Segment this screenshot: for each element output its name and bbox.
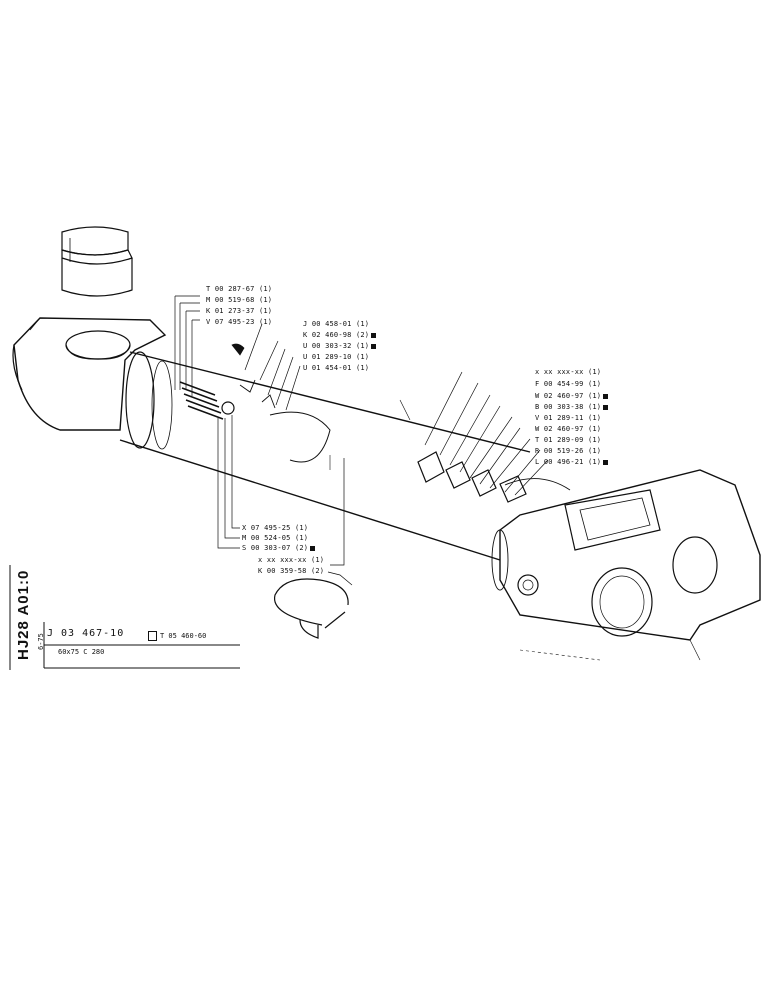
new-part-marker-icon [603, 459, 609, 465]
drawing-date: 6-75 [37, 633, 45, 650]
callout-label: U 01 289-10 (1) [303, 353, 370, 361]
reference-number: T 05 460-60 [148, 631, 206, 641]
new-part-marker-icon [603, 404, 609, 410]
callout-label: x xx xxx-xx (1) [535, 368, 602, 376]
new-part-marker-icon [371, 332, 377, 338]
callout-label: R 00 519-26 (1) [535, 447, 602, 455]
new-part-marker-icon [371, 343, 377, 349]
callout-label: x xx xxx-xx (1) [258, 556, 325, 564]
leader-lines-left [174, 295, 301, 411]
new-part-marker-icon [603, 393, 609, 399]
drawing-id: HJ28 A01:0 [15, 569, 32, 660]
cylinder-tube [119, 351, 531, 561]
leader-lines-bottom [217, 415, 353, 586]
split-ring-detail [273, 578, 349, 639]
cylinder-spec: 60x75 C 280 [58, 648, 105, 656]
callout-label: X 07 495-25 (1) [242, 524, 309, 532]
callout-label: T 00 287-67 (1) [206, 285, 273, 293]
callout-label: K 00 359-58 (2) [258, 567, 325, 575]
callout-label: U 01 454-01 (1) [303, 364, 370, 372]
callout-label: M 00 519-68 (1) [206, 296, 273, 304]
callout-label: F 00 454-99 (1) [535, 380, 602, 388]
rod-seal-rings [417, 451, 527, 503]
rod-end-clevis [491, 469, 761, 661]
callout-label: V 01 289-11 (1) [535, 414, 602, 422]
spring-and-gland-section [179, 379, 331, 463]
callout-label: U 00 303-32 (1) [303, 342, 377, 351]
callout-label: T 01 289-09 (1) [535, 436, 602, 444]
checkbox-square-icon [148, 631, 157, 641]
new-part-marker-icon [310, 545, 316, 551]
rear-eye-end [12, 317, 167, 431]
leader-lines-right [424, 371, 549, 496]
callout-label: W 02 460-97 (1) [535, 425, 602, 433]
callout-label: K 02 460-98 (2) [303, 331, 377, 340]
callout-label: K 01 273-37 (1) [206, 307, 273, 315]
callout-label: M 00 524-05 (1) [242, 534, 309, 542]
callout-label: W 02 460-97 (1) [535, 392, 609, 401]
loose-cap-part [61, 226, 133, 297]
callout-label: S 00 303-07 (2) [242, 544, 316, 553]
assembly-number: J 03 467-10 [47, 628, 125, 639]
callout-label: V 07 495-23 (1) [206, 318, 273, 326]
callout-label: B 00 303-38 (1) [535, 403, 609, 412]
title-block-frame [9, 565, 240, 670]
callout-label: L 00 496-21 (1) [535, 458, 609, 467]
callout-label: J 00 458-01 (1) [303, 320, 370, 328]
